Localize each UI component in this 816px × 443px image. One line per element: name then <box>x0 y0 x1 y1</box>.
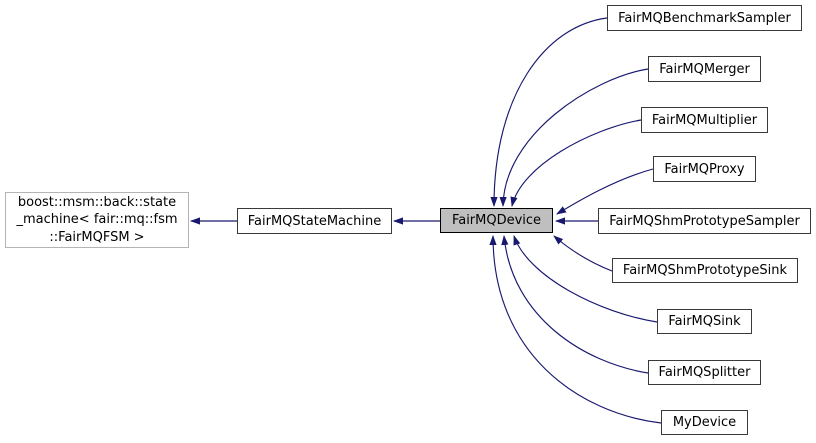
node-fairmqproxy[interactable]: FairMQProxy <box>653 156 756 182</box>
node-mydevice[interactable]: MyDevice <box>661 410 748 435</box>
node-fairmqshmprototypesink[interactable]: FairMQShmPrototypeSink <box>612 258 798 283</box>
node-label-line: boost::msm::back::state <box>17 194 177 210</box>
node-label-line: ::FairMQFSM > <box>49 229 145 245</box>
node-fairmqbenchmarksampler[interactable]: FairMQBenchmarkSampler <box>607 5 802 31</box>
node-fairmqdevice: FairMQDevice <box>440 208 553 233</box>
edge-benchmarksampler-to-device <box>490 17 608 207</box>
edge-shmprototypesink-to-device <box>553 235 613 272</box>
edge-splitter-to-device <box>501 235 649 374</box>
node-fairmqshmprototypesampler[interactable]: FairMQShmPrototypeSampler <box>598 208 811 234</box>
node-fairmqsink[interactable]: FairMQSink <box>657 309 752 334</box>
node-fairmqmultiplier[interactable]: FairMQMultiplier <box>641 107 768 133</box>
edge-multiplier-to-device <box>510 119 642 207</box>
node-fairmqmerger[interactable]: FairMQMerger <box>648 56 761 82</box>
node-fairmqsplitter[interactable]: FairMQSplitter <box>648 360 761 385</box>
node-boost-msm-state-machine: boost::msm::back::state _machine< fair::… <box>5 192 189 248</box>
edge-merger-to-device <box>499 68 649 207</box>
node-fairmqstatemachine[interactable]: FairMQStateMachine <box>237 208 392 234</box>
node-label-line: _machine< fair::mq::fsm <box>16 212 178 228</box>
